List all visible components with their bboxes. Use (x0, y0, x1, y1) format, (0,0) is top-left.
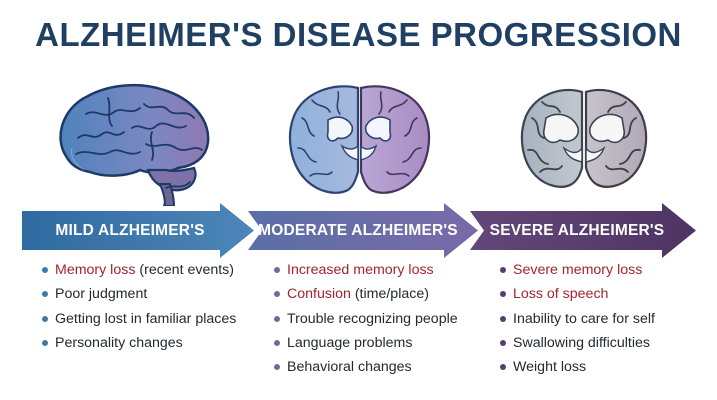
list-item: Behavioral changes (274, 356, 458, 380)
symptom-list-severe: Severe memory loss Loss of speech Inabil… (500, 259, 655, 380)
stage-label-severe: SEVERE ALZHEIMER'S (489, 222, 665, 239)
symptom-list-mild: Memory loss (recent events) Poor judgmen… (42, 259, 236, 356)
list-item: Swallowing difficulties (500, 332, 655, 356)
list-item: Memory loss (recent events) (42, 259, 236, 283)
list-item: Poor judgment (42, 283, 236, 307)
list-item: Loss of speech (500, 283, 655, 307)
brain-coronal-moderate-icon (288, 85, 431, 194)
brain-side-view-icon (59, 84, 210, 206)
stage-label-moderate: MODERATE ALZHEIMER'S (258, 222, 458, 239)
stage-label-mild: MILD ALZHEIMER'S (55, 222, 205, 239)
brain-coronal-severe-icon (520, 88, 648, 188)
stage-arrow-moderate (248, 203, 478, 258)
symptom-list-moderate: Increased memory loss Confusion (time/pl… (274, 259, 458, 380)
list-item: Increased memory loss (274, 259, 458, 283)
list-item: Trouble recognizing people (274, 308, 458, 332)
list-item: Confusion (time/place) (274, 283, 458, 307)
list-item: Personality changes (42, 332, 236, 356)
page-title: ALZHEIMER'S DISEASE PROGRESSION (35, 16, 682, 53)
list-item: Weight loss (500, 356, 655, 380)
list-item: Language problems (274, 332, 458, 356)
stage-arrow-mild (22, 203, 254, 258)
list-item: Inability to care for self (500, 308, 655, 332)
stage-arrow-severe (470, 203, 696, 258)
list-item: Getting lost in familiar places (42, 308, 236, 332)
list-item: Severe memory loss (500, 259, 655, 283)
